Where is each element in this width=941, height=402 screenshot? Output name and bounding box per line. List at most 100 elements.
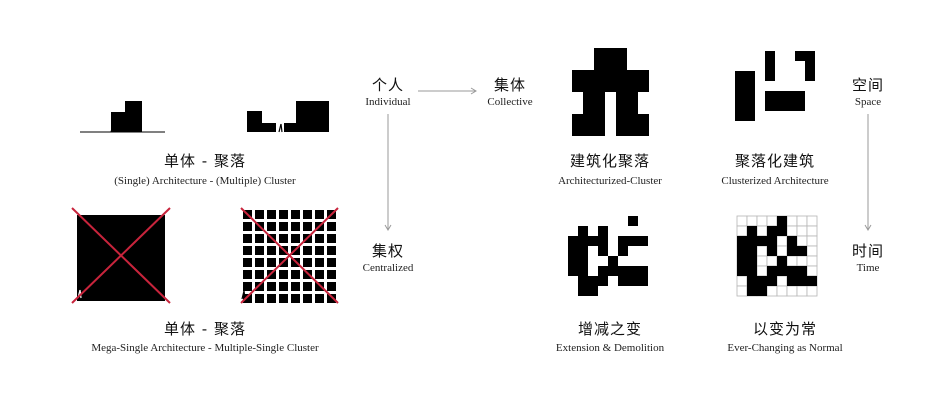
left-bottom-title-en: Mega-Single Architecture - Multiple-Sing… <box>91 342 319 354</box>
cluster-block <box>594 59 605 70</box>
grid-cell <box>243 222 252 231</box>
change-block <box>797 276 807 286</box>
clusterized-architecture-figure <box>735 51 815 121</box>
ever-changing-figure <box>736 215 818 297</box>
ghost-cell <box>786 285 798 297</box>
cluster-building-tall <box>296 101 329 132</box>
ghost-cell <box>796 215 808 227</box>
cluster-block <box>616 92 627 103</box>
cell-grid <box>243 210 336 303</box>
architecture-block <box>765 61 775 71</box>
change-block <box>578 226 588 236</box>
cluster-block <box>594 81 605 92</box>
cluster-block <box>594 114 605 125</box>
change-block <box>628 276 638 286</box>
change-block <box>578 276 588 286</box>
ghost-cell <box>746 215 758 227</box>
change-block <box>638 276 648 286</box>
cluster-block <box>583 70 594 81</box>
change-block <box>737 246 747 256</box>
ghost-cell <box>806 225 818 237</box>
architecture-block <box>745 91 755 101</box>
grid-cell <box>255 234 264 243</box>
change-block <box>747 286 757 296</box>
ghost-cell <box>796 255 808 267</box>
change-block <box>578 266 588 276</box>
cluster-block <box>605 70 616 81</box>
grid-cell <box>327 282 336 291</box>
change-block <box>737 266 747 276</box>
change-block <box>767 266 777 276</box>
cluster-block <box>594 70 605 81</box>
grid-cell <box>255 258 264 267</box>
change-block <box>807 276 817 286</box>
ghost-cell <box>796 225 808 237</box>
architecture-block <box>765 91 775 101</box>
change-block <box>777 256 787 266</box>
cluster-block <box>638 81 649 92</box>
individual-to-collective-arrow <box>418 87 477 95</box>
change-block <box>568 256 578 266</box>
grid-cell <box>255 294 264 303</box>
grid-cell <box>303 294 312 303</box>
single-architecture-figure <box>80 101 165 133</box>
ghost-cell <box>796 235 808 247</box>
multiple-single-cluster-figure <box>240 207 339 304</box>
architecture-block <box>735 91 745 101</box>
cluster-block <box>594 103 605 114</box>
change-block <box>568 266 578 276</box>
left-top-title-en: (Single) Architecture - (Multiple) Clust… <box>114 175 296 187</box>
architecture-block <box>785 91 795 101</box>
architecture-block <box>805 71 815 81</box>
grid-cell <box>291 210 300 219</box>
cluster-block <box>583 103 594 114</box>
change-block <box>618 276 628 286</box>
cluster-block <box>627 125 638 136</box>
cluster-block <box>583 81 594 92</box>
grid-cell <box>327 222 336 231</box>
collective-label-zh: 集体 <box>493 76 527 94</box>
architecture-block <box>795 51 805 61</box>
architecture-block <box>765 71 775 81</box>
architecture-block <box>775 101 785 111</box>
change-block <box>787 236 797 246</box>
ever-changing-zh: 以变为常 <box>752 320 818 338</box>
grid-cell <box>327 246 336 255</box>
grid-cell <box>327 258 336 267</box>
architecture-block <box>745 111 755 121</box>
grid-cell <box>303 258 312 267</box>
change-block <box>757 276 767 286</box>
architecture-block <box>735 111 745 121</box>
ghost-cell <box>776 245 788 257</box>
grid-cell <box>279 282 288 291</box>
left-bottom-title-zh: 单体 - 聚落 <box>164 320 246 338</box>
clusterized-architecture-en: Clusterized Architecture <box>721 175 829 187</box>
ghost-cell <box>786 225 798 237</box>
grid-cell <box>315 234 324 243</box>
ghost-cell <box>756 245 768 257</box>
change-block <box>777 226 787 236</box>
cluster-block <box>638 114 649 125</box>
cluster-block <box>627 70 638 81</box>
cluster-block <box>627 92 638 103</box>
grid-cell <box>303 222 312 231</box>
ghost-cell <box>776 235 788 247</box>
change-block <box>747 236 757 246</box>
change-block <box>747 266 757 276</box>
change-block <box>638 266 648 276</box>
grid-cell <box>267 210 276 219</box>
architecture-block <box>785 101 795 111</box>
grid-cell <box>243 258 252 267</box>
ghost-cell <box>736 285 748 297</box>
grid-cell <box>279 270 288 279</box>
architecturized-cluster-figure <box>572 48 649 136</box>
cluster-block <box>616 59 627 70</box>
architecturized-cluster-zh: 建筑化聚落 <box>569 152 651 170</box>
change-block <box>757 236 767 246</box>
ghost-cell <box>806 215 818 227</box>
change-block <box>638 236 648 246</box>
collective-label-en: Collective <box>487 96 533 108</box>
architecture-block <box>745 81 755 91</box>
change-block <box>608 266 618 276</box>
cluster-block <box>616 103 627 114</box>
